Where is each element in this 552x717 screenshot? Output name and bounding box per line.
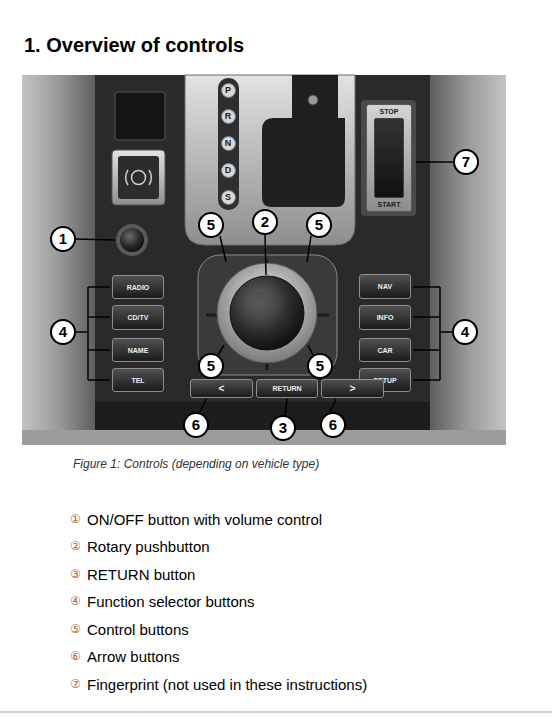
- gear-letter: S: [221, 190, 236, 205]
- button-label: STOP: [380, 108, 399, 115]
- leader-line: [285, 399, 287, 415]
- button-label: NAV: [378, 283, 392, 290]
- volume-knob: [120, 228, 144, 252]
- list-marker: ⑦: [70, 677, 81, 691]
- gear-surround: [185, 75, 355, 245]
- bracket: [413, 287, 452, 380]
- console-edge: [22, 430, 506, 445]
- parking-brake-face: [118, 156, 159, 199]
- leader-line: [307, 236, 311, 262]
- fingerprint-bezel: [361, 100, 416, 216]
- indicator-light: [308, 95, 318, 105]
- button-label: START: [378, 201, 401, 208]
- console-trim: [430, 75, 506, 445]
- callout-number: 5: [307, 353, 333, 379]
- callout-number: 4: [452, 319, 478, 345]
- console-band: [95, 402, 430, 430]
- leader-line: [200, 399, 206, 412]
- console-panel: [95, 75, 430, 445]
- gear-lever-gate: [262, 75, 345, 207]
- button-label: CD/TV: [128, 314, 149, 321]
- console-trim: [22, 75, 95, 445]
- list-marker: ②: [70, 539, 81, 553]
- control-button-gap: [206, 260, 329, 370]
- button-label: RETURN: [272, 385, 301, 392]
- leader-line: [265, 235, 266, 275]
- knob-highlight: [248, 292, 276, 320]
- list-item: Function selector buttons: [87, 593, 255, 610]
- gear-indicator-strip: [218, 78, 239, 210]
- button-label: INFO: [377, 314, 394, 321]
- fingerprint-sensor: [374, 118, 405, 198]
- list-item: ON/OFF button with volume control: [87, 511, 322, 528]
- button-label: NAME: [128, 347, 149, 354]
- console-button: CAR: [359, 338, 411, 362]
- console-button: <: [190, 379, 253, 398]
- leader-line: [76, 239, 115, 240]
- callout-number: 6: [183, 412, 209, 438]
- list-item: Rotary pushbutton: [87, 538, 210, 555]
- rotary-ring: [217, 263, 317, 363]
- rotary-pushbutton: [230, 276, 304, 350]
- parking-brake-button: [112, 150, 165, 205]
- leader-line: [330, 399, 336, 412]
- list-marker: ①: [70, 512, 81, 526]
- button-label: <: [219, 383, 225, 394]
- gear-letter: R: [221, 109, 236, 124]
- gear-letter: N: [221, 136, 236, 151]
- bracket: [76, 287, 110, 380]
- list-marker: ③: [70, 567, 81, 581]
- callout-number: 4: [50, 319, 76, 345]
- panel-recess: [115, 92, 165, 140]
- gear-letter: P: [221, 83, 236, 98]
- leader-line: [218, 345, 224, 355]
- parking-brake-icon: [126, 170, 152, 185]
- list-marker: ⑥: [70, 649, 81, 663]
- callout-number: 5: [198, 212, 224, 238]
- console-button: TEL: [112, 368, 164, 392]
- leader-line: [220, 236, 226, 262]
- callout-number: 5: [306, 212, 332, 238]
- page-title: 1. Overview of controls: [24, 34, 244, 57]
- page-rule: [0, 711, 552, 713]
- console-button: NAV: [359, 274, 411, 299]
- button-label: CAR: [377, 347, 392, 354]
- list-marker: ⑤: [70, 622, 81, 636]
- callout-number: 7: [453, 149, 479, 175]
- list-item: RETURN button: [87, 566, 195, 583]
- callout-number: 2: [252, 209, 278, 235]
- callout-number: 1: [50, 226, 76, 252]
- parking-brake-icon: [132, 171, 146, 185]
- callout-number: 5: [198, 353, 224, 379]
- callout-number: 3: [270, 415, 296, 441]
- callout-number: 6: [320, 412, 346, 438]
- console-button: INFO: [359, 305, 411, 330]
- gear-letter: D: [221, 163, 236, 178]
- list-item: Fingerprint (not used in these instructi…: [87, 676, 367, 693]
- console-button: CD/TV: [112, 305, 164, 330]
- button-label: >: [350, 383, 356, 394]
- volume-knob-ring: [116, 224, 148, 256]
- button-label: RADIO: [127, 284, 150, 291]
- figure-caption: Figure 1: Controls (depending on vehicle…: [73, 457, 319, 471]
- console-button: >: [321, 379, 384, 398]
- leader-line: [308, 345, 313, 355]
- console-button: NAME: [112, 338, 164, 362]
- list-item: Control buttons: [87, 621, 189, 638]
- leader-line: [416, 161, 453, 163]
- photo-ground: [22, 75, 506, 445]
- start-stop-button: STOP START: [366, 104, 412, 212]
- console-button: RADIO: [112, 275, 164, 299]
- list-item: Arrow buttons: [87, 648, 180, 665]
- button-label: TEL: [131, 377, 144, 384]
- console-button: RETURN: [256, 379, 318, 398]
- list-marker: ④: [70, 594, 81, 608]
